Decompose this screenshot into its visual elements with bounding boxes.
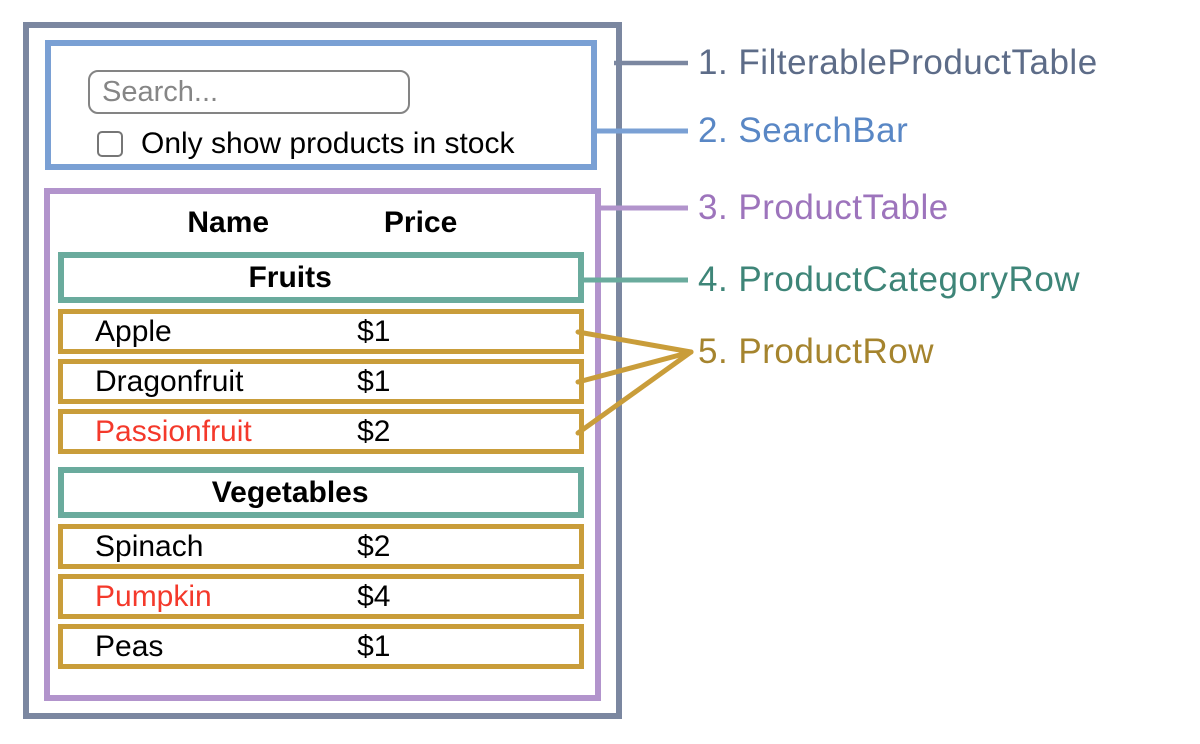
vegetables-section: Vegetables Spinach $2 Pumpkin $4 Peas $1 <box>58 467 584 669</box>
search-input[interactable] <box>88 70 410 114</box>
product-name: Spinach <box>95 529 204 563</box>
annotation-label-product-table: 3. ProductTable <box>698 188 949 227</box>
product-price: $1 <box>357 364 391 398</box>
in-stock-checkbox-label: Only show products in stock <box>141 127 515 160</box>
product-name: Peas <box>95 629 164 663</box>
product-row: Peas $1 <box>58 624 584 669</box>
product-category-row: Fruits <box>58 252 584 303</box>
table-header-row: Name Price <box>50 194 595 252</box>
product-price: $1 <box>357 314 391 348</box>
name-column-header: Name <box>187 206 270 239</box>
category-label: Fruits <box>248 260 332 294</box>
product-row: Spinach $2 <box>58 524 584 569</box>
category-label: Vegetables <box>211 475 369 509</box>
price-column-header: Price <box>383 206 458 239</box>
product-price: $2 <box>357 529 391 563</box>
annotation-label-search-bar: 2. SearchBar <box>698 111 909 150</box>
product-category-row: Vegetables <box>58 467 584 518</box>
annotation-label-product-category-row: 4. ProductCategoryRow <box>698 260 1081 299</box>
in-stock-checkbox[interactable] <box>97 131 123 157</box>
product-name: Dragonfruit <box>95 364 244 398</box>
product-table-body: Fruits Apple $1 Dragonfruit $1 Passionfr… <box>58 252 584 674</box>
product-name: Passionfruit <box>95 414 252 448</box>
product-row: Dragonfruit $1 <box>58 359 584 404</box>
annotation-label-product-row: 5. ProductRow <box>698 332 935 371</box>
product-row: Pumpkin $4 <box>58 574 584 619</box>
product-name: Pumpkin <box>95 579 212 613</box>
product-price: $1 <box>357 629 391 663</box>
annotation-label-filterable-product-table: 1. FilterableProductTable <box>698 43 1098 82</box>
product-price: $2 <box>357 414 391 448</box>
product-row: Apple $1 <box>58 309 584 354</box>
product-price: $4 <box>357 579 391 613</box>
fruits-section: Fruits Apple $1 Dragonfruit $1 Passionfr… <box>58 252 584 454</box>
product-row: Passionfruit $2 <box>58 409 584 454</box>
product-name: Apple <box>95 314 172 348</box>
